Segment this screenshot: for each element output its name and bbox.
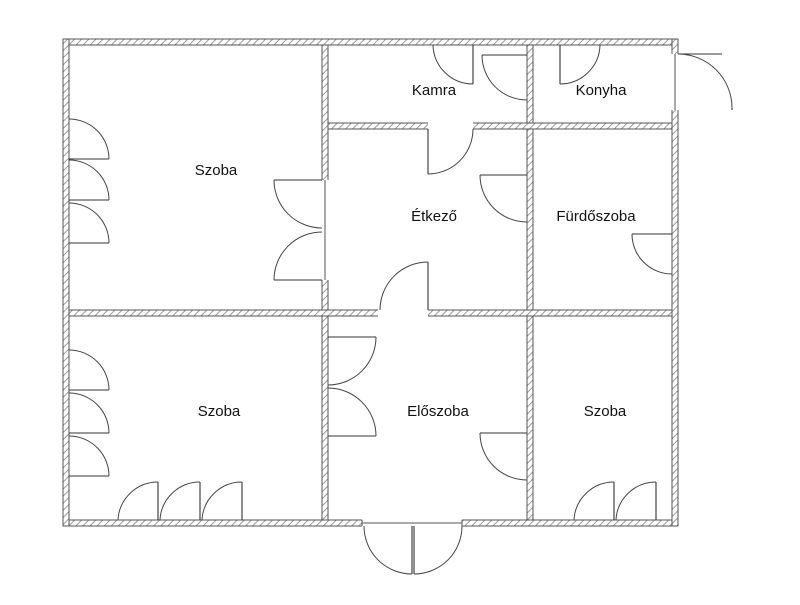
- room-label-szoba-bottom-right: Szoba: [584, 403, 627, 420]
- room-label-konyha: Konyha: [576, 82, 628, 99]
- door-etkezo-kamra: [427, 128, 474, 175]
- room-label-furdoszoba: Fürdőszoba: [556, 208, 636, 225]
- windows-bottom-left: [117, 481, 243, 521]
- windows-bottom-right: [573, 481, 657, 521]
- wall-h-kamra-konyha: [327, 122, 673, 130]
- walls: [62, 38, 679, 527]
- room-label-kamra: Kamra: [412, 82, 457, 99]
- door-furdoszoba: [631, 233, 673, 275]
- windows-left-top: [68, 118, 110, 244]
- wall-v-mid: [526, 44, 534, 521]
- door-kamra: [432, 44, 528, 101]
- room-label-eloszoba: Előszoba: [407, 403, 469, 420]
- windows-left-bottom: [68, 349, 110, 477]
- door-konyha-top: [559, 44, 601, 85]
- wall-v-left: [321, 44, 329, 521]
- outer-wall-left: [62, 38, 70, 527]
- wall-h-middle: [68, 309, 673, 317]
- wall-openings: [321, 54, 679, 527]
- door-etkezo-bottom: [379, 261, 429, 311]
- door-eloszoba-left: [327, 336, 377, 437]
- door-szoba-top-double: [273, 179, 323, 281]
- outer-wall-right: [671, 38, 679, 527]
- room-label-szoba-bottom-left: Szoba: [198, 403, 241, 420]
- opening-kamra: [428, 122, 473, 130]
- door-main-entrance: [363, 525, 463, 575]
- room-label-szoba-top: Szoba: [195, 162, 238, 179]
- door-etkezo-right: [479, 174, 528, 223]
- room-labels: Szoba Kamra Konyha Étkező Fürdőszoba Szo…: [195, 82, 637, 420]
- outer-wall-top: [62, 38, 679, 46]
- door-eloszoba-right: [479, 432, 528, 481]
- opening-etkezo-eloszoba: [378, 309, 428, 317]
- door-konyha-exterior: [677, 53, 733, 110]
- room-label-etkezo: Étkező: [411, 208, 457, 225]
